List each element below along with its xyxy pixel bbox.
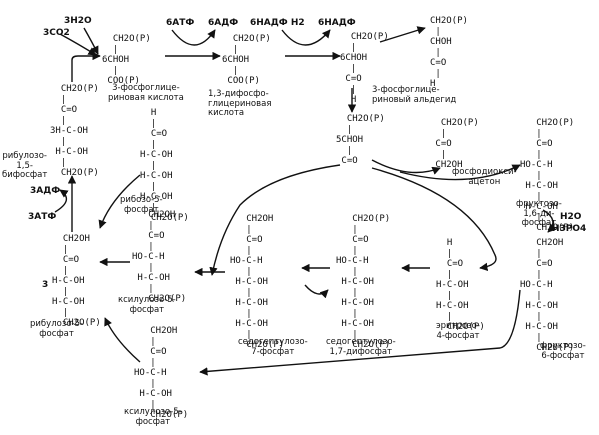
ru5p-structure: CH2OH | C=O | H-C-OH | H-C-OH | CH2O(P)	[52, 234, 101, 328]
bpg-structure: CH2O(P) | 6CHOH | COO(P)	[222, 34, 271, 86]
g3p-to-sbp-arrow	[371, 167, 497, 272]
sbp-label: седогептулозо- 1,7-дифосфат	[326, 337, 396, 357]
ribose-to-ru5p-arrow	[98, 174, 141, 229]
rubp-carboxylation-arrow	[71, 51, 101, 82]
h2o-curve	[542, 209, 557, 233]
xu5p-b-label: ксилулозо-5- фосфат	[124, 407, 182, 427]
ribose5p-label: рибозо-5- фосфат	[120, 195, 163, 215]
xu5p-b-structure: CH2OH | C=O | HO-C-H | H-C-OH | CH2O(P)	[134, 326, 189, 420]
f6p-structure: CH2OH | C=O | HO-C-H | H-C-OH | H-C-OH |…	[520, 238, 575, 353]
pga-label: 3-фосфоглице- риновая кислота	[108, 83, 184, 103]
g3p-structure: CH2O(P) | 6CHOH | C=O | H	[340, 32, 389, 105]
ru5p-label: рибулозо-5- фосфат	[30, 319, 84, 339]
h2o-fbp-reagent: H2O	[560, 212, 582, 222]
coefficient-3: 3	[42, 280, 49, 290]
pi-curve	[304, 284, 329, 299]
s7p-structure: CH2OH | C=O | HO-C-H | H-C-OH | H-C-OH |…	[230, 214, 285, 350]
g3p-dhap-arrow	[371, 159, 441, 175]
dhap-structure: CH2O(P) | C=O | CH2OH	[435, 118, 479, 170]
fbp-label: фруктозо- 1,6-ди- фосфат	[516, 199, 562, 228]
xylulose-b-to-ru5p-arrow	[104, 317, 141, 363]
atp-to-adp-curve	[54, 189, 69, 213]
atp3-reagent: 3АТФ	[28, 212, 57, 222]
h2o-arrow	[83, 27, 99, 55]
adp3-reagent: 3АДФ	[30, 186, 61, 196]
dhap-label: фосфодиокси- ацетон	[452, 167, 517, 187]
g3p-right-structure: CH2O(P) | CHOH | C=O | H	[430, 16, 468, 89]
adp6-reagent: 6АДФ	[208, 18, 239, 28]
rubp-label: рибулозо- 1,5- бифосфат	[2, 151, 48, 180]
h3po4-reagent: H3PO4	[552, 224, 587, 234]
s7p-label: седогептулозо- 7-фосфат	[238, 337, 308, 357]
pga-structure: CH2O(P) | 6CHOH | COO(P)	[102, 34, 151, 86]
nadp6-reagent: 6НАДФ	[318, 18, 356, 28]
ribose5p-structure: H | C=O | H-C-OH | H-C-OH | H-C-OH | CH2…	[140, 108, 189, 223]
xu5p-a-label: ксилулозо-5- фосфат	[118, 295, 176, 315]
e4p-label: эритрозо- 4-фосфат	[436, 321, 480, 341]
bpg-label: 1,3-дифосфо- глицериновая кислота	[208, 89, 272, 118]
nadph-nadp-curve	[281, 29, 331, 46]
f6p-to-xylulose-arrow	[199, 289, 521, 376]
atp6-reagent: 6АТФ	[166, 18, 195, 28]
to-fbp-arrow	[399, 164, 521, 181]
f6p-label: фруктозо- 6-фосфат	[540, 341, 586, 361]
xu5p-a-structure: CH2OH | C=O | HO-C-H | H-C-OH | CH2O(P)	[132, 210, 187, 304]
e4p-structure: H | C=O | H-C-OH | H-C-OH | CH2O(P)	[436, 238, 485, 332]
g3p-to-g3p-right-arrow	[379, 26, 426, 43]
h2o-reagent: 3H2O	[64, 16, 92, 26]
nadph6-reagent: 6НАДФ H2	[250, 18, 305, 28]
rubp-structure: CH2O(P) | C=O | 3H-C-OH | H-C-OH | CH2O(…	[50, 84, 99, 178]
g3p-5-structure: CH2O(P) | 5CHOH | C=O	[336, 114, 385, 166]
fbp-structure: CH2O(P) | C=O | HO-C-H | H-C-OH | H-C-OH…	[520, 118, 575, 233]
g3p-label: 3-фосфоглице- риновый альдегид	[372, 85, 457, 105]
g3p-to-xylulose-arrow	[209, 164, 341, 276]
atp-adp-curve	[171, 29, 216, 46]
sbp-structure: CH2O(P) | C=O | HO-C-H | H-C-OH | H-C-OH…	[336, 214, 391, 350]
co2-reagent: 3CO2	[43, 28, 70, 38]
